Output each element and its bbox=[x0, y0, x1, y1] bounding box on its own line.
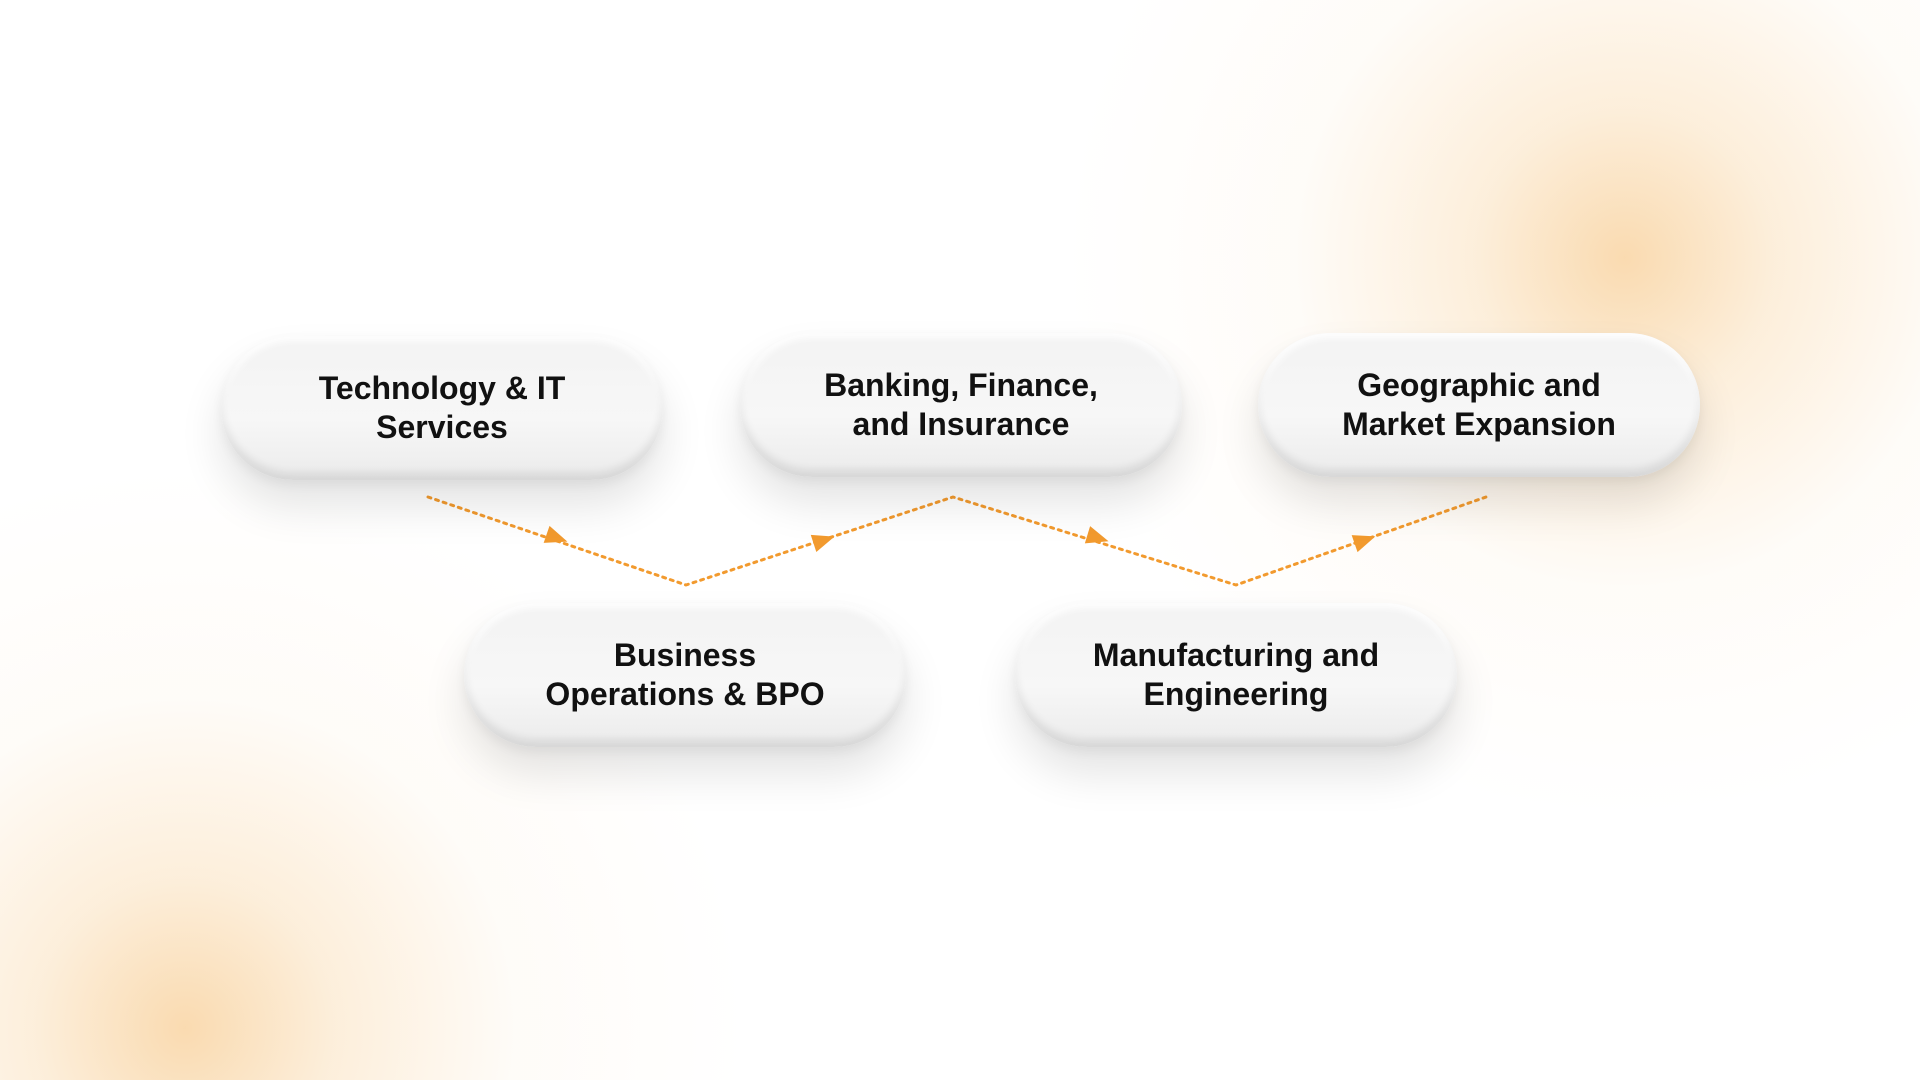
zigzag-dotted-line bbox=[426, 495, 1488, 587]
node-label: Business Operations & BPO bbox=[545, 637, 825, 712]
arrowhead-icon bbox=[810, 534, 835, 552]
arrowhead-icon bbox=[543, 525, 568, 543]
node-label: Banking, Finance, and Insurance bbox=[824, 367, 1098, 442]
node-manufacturing-engineering: Manufacturing and Engineering bbox=[1015, 603, 1457, 747]
arrowhead-icon bbox=[1351, 535, 1376, 553]
node-label: Technology & IT Services bbox=[318, 370, 566, 445]
node-geographic-market-expansion: Geographic and Market Expansion bbox=[1258, 333, 1700, 477]
arrowhead-icon bbox=[1084, 526, 1109, 544]
node-label: Geographic and Market Expansion bbox=[1342, 367, 1616, 442]
node-label: Manufacturing and Engineering bbox=[1092, 637, 1380, 712]
node-business-operations-bpo: Business Operations & BPO bbox=[464, 603, 906, 747]
node-technology-it-services: Technology & IT Services bbox=[221, 336, 663, 480]
node-banking-finance-insurance: Banking, Finance, and Insurance bbox=[740, 333, 1182, 477]
